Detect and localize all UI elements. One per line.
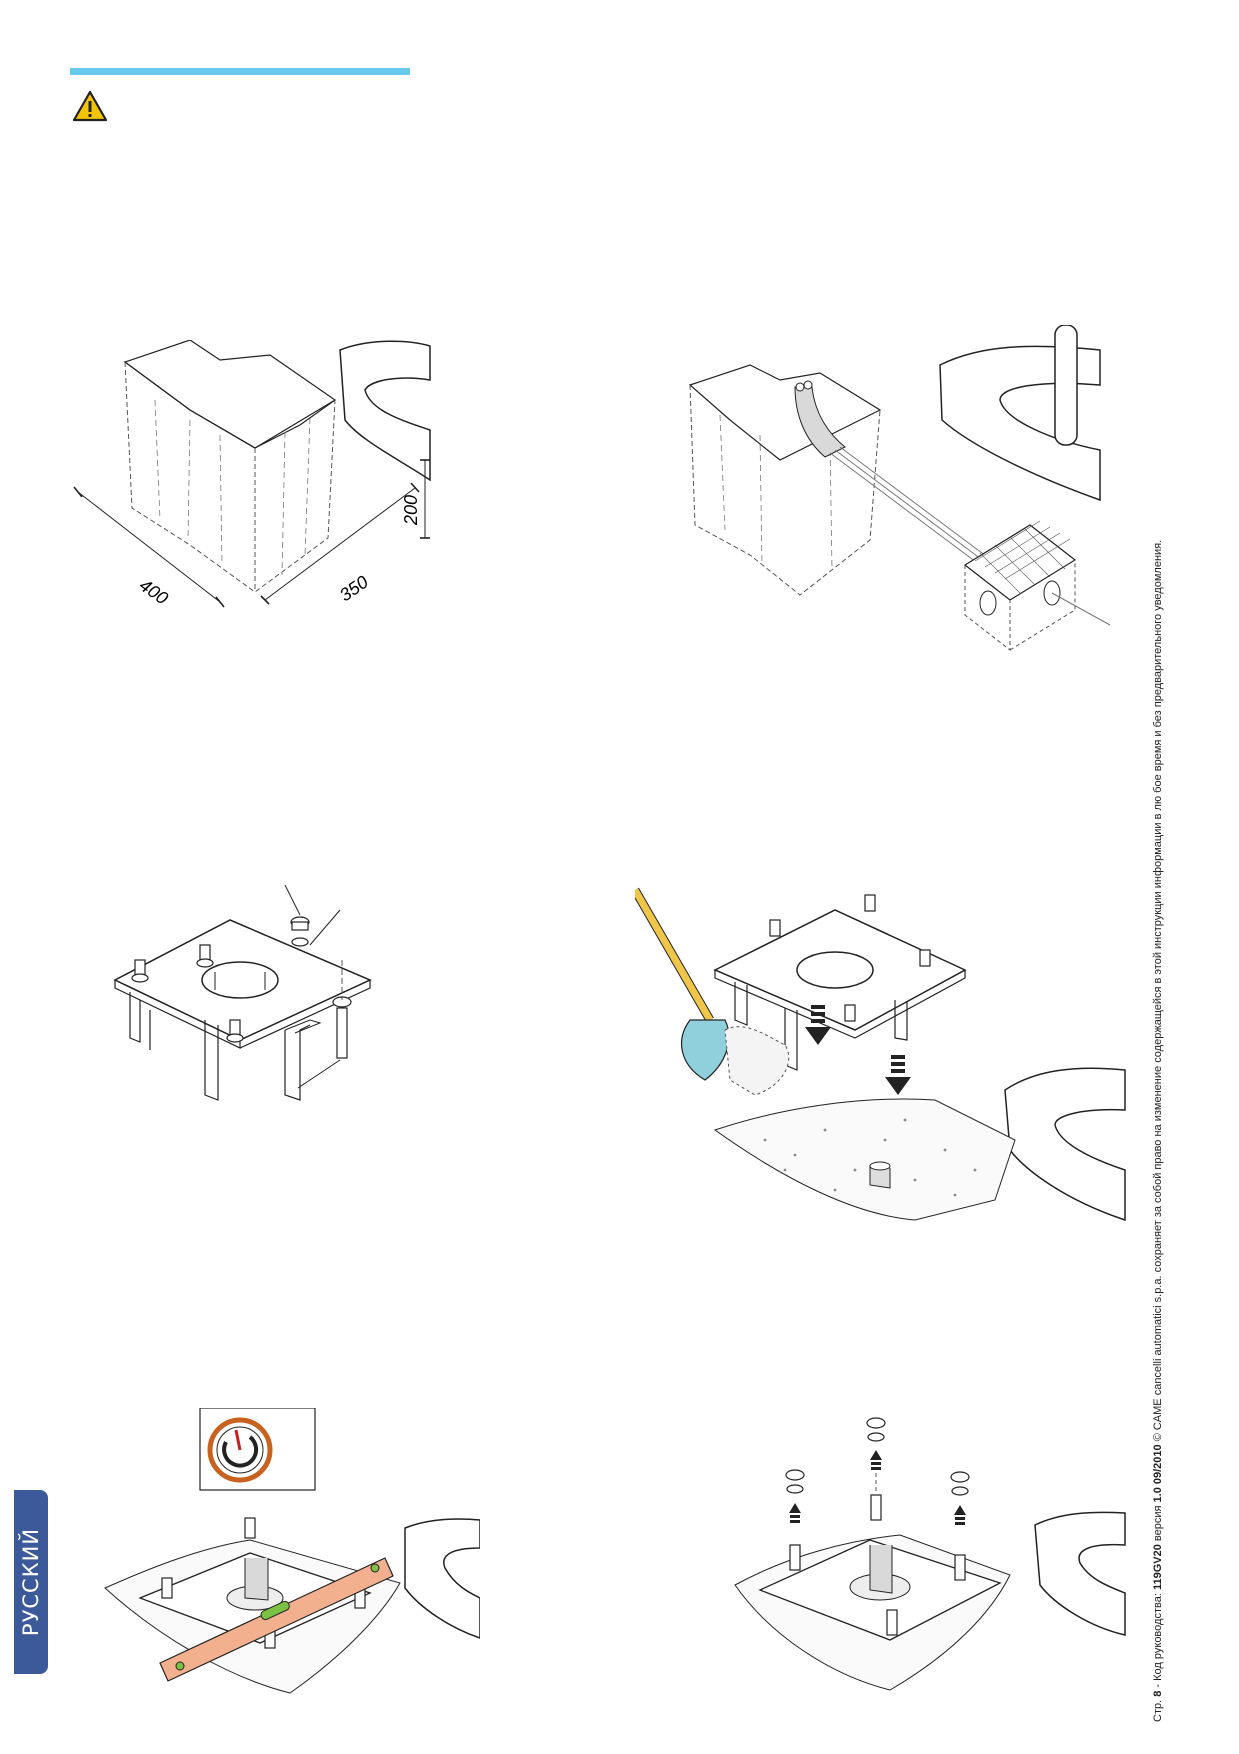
footer: Стр. 8 - Код руководства: 119GV20 версия… xyxy=(1152,332,1168,1722)
dim-depth: 200 xyxy=(401,495,421,526)
clock-icon xyxy=(207,1417,273,1483)
footer-page-number: 8 xyxy=(1152,1690,1164,1697)
conduit-figure xyxy=(688,325,1111,652)
dim-length: 400 xyxy=(136,575,172,609)
excavation-figure: 400 350 200 xyxy=(73,340,431,609)
plate-assembly-figure xyxy=(113,884,372,1101)
language-tab: РУССКИЙ xyxy=(14,1490,48,1674)
concrete-pour-figure xyxy=(635,887,1126,1222)
footer-code-label: - Код руководства: xyxy=(1152,1593,1164,1688)
arrow-down-icon xyxy=(805,1005,911,1095)
footer-code: 119GV20 xyxy=(1152,1544,1164,1591)
language-tab-label: РУССКИЙ xyxy=(19,1527,43,1637)
accent-rule xyxy=(70,68,410,75)
footer-copyright: © CAME cancelli automatici s.p.a. сохран… xyxy=(1152,539,1164,1442)
arrow-up-icon xyxy=(789,1450,966,1525)
warning-icon xyxy=(72,90,108,122)
footer-version: 1.0 xyxy=(1152,1487,1164,1503)
leveling-figure xyxy=(104,1408,480,1694)
nut-removal-figure xyxy=(734,1417,1126,1691)
dim-width: 350 xyxy=(336,572,372,606)
footer-page-label: Стр. xyxy=(1152,1699,1164,1722)
footer-date: 09/2010 xyxy=(1152,1444,1164,1485)
footer-version-label: версия xyxy=(1152,1505,1164,1542)
